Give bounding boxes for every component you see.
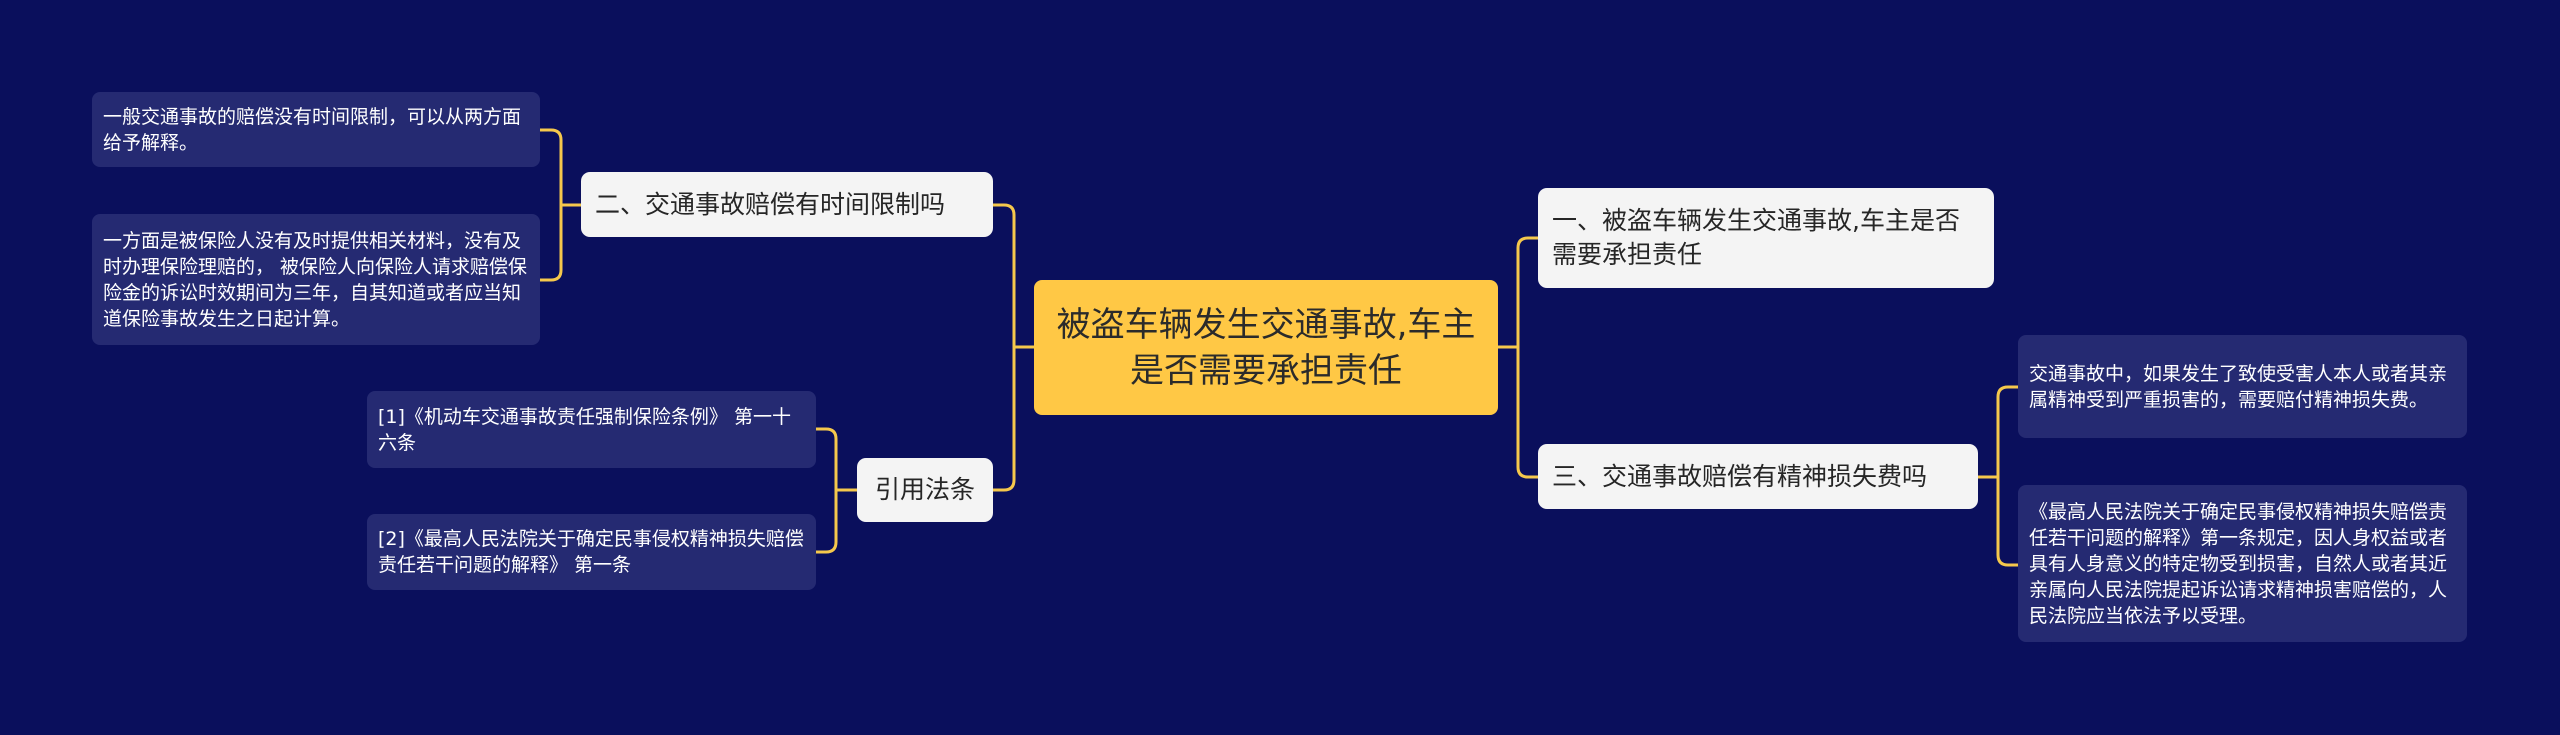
leaf-cited-law-2[interactable]: [2]《最高人民法院关于确定民事侵权精神损失赔偿责任若干问题的解释》 第一条: [367, 514, 816, 590]
leaf-cited-law-1[interactable]: [1]《机动车交通事故责任强制保险条例》 第一十六条: [367, 391, 816, 468]
branch-time-limit-label: 二、交通事故赔偿有时间限制吗: [595, 189, 946, 219]
leaf-text: 《最高人民法院关于确定民事侵权精神损失赔偿责任若干问题的解释》第一条规定，因人身…: [2029, 500, 2448, 627]
leaf-time-limit-1[interactable]: 一般交通事故的赔偿没有时间限制，可以从两方面给予解释。: [92, 92, 540, 167]
leaf-text: [1]《机动车交通事故责任强制保险条例》 第一十六条: [378, 405, 791, 454]
root-node[interactable]: 被盗车辆发生交通事故,车主是否需要承担责任: [1034, 280, 1498, 415]
leaf-mental-damages-2[interactable]: 《最高人民法院关于确定民事侵权精神损失赔偿责任若干问题的解释》第一条规定，因人身…: [2018, 485, 2467, 642]
branch-cited-laws[interactable]: 引用法条: [857, 458, 993, 522]
branch-time-limit[interactable]: 二、交通事故赔偿有时间限制吗: [581, 172, 993, 237]
leaf-text: [2]《最高人民法院关于确定民事侵权精神损失赔偿责任若干问题的解释》 第一条: [378, 528, 804, 576]
branch-mental-damages[interactable]: 三、交通事故赔偿有精神损失费吗: [1538, 444, 1978, 509]
branch-mental-damages-label: 三、交通事故赔偿有精神损失费吗: [1552, 461, 1928, 491]
leaf-text: 一般交通事故的赔偿没有时间限制，可以从两方面给予解释。: [103, 105, 522, 154]
root-label: 被盗车辆发生交通事故,车主是否需要承担责任: [1056, 304, 1476, 391]
branch-cited-laws-label: 引用法条: [874, 475, 975, 504]
leaf-text: 一方面是被保险人没有及时提供相关材料，没有及时办理保险理赔的， 被保险人向保险人…: [103, 229, 528, 330]
branch-owner-liability-label: 一、被盗车辆发生交通事故,车主是否需要承担责任: [1552, 206, 1960, 269]
leaf-mental-damages-1[interactable]: 交通事故中，如果发生了致使受害人本人或者其亲属精神受到严重损害的，需要赔付精神损…: [2018, 335, 2467, 438]
branch-owner-liability[interactable]: 一、被盗车辆发生交通事故,车主是否需要承担责任: [1538, 188, 1994, 288]
leaf-time-limit-2[interactable]: 一方面是被保险人没有及时提供相关材料，没有及时办理保险理赔的， 被保险人向保险人…: [92, 214, 540, 345]
leaf-text: 交通事故中，如果发生了致使受害人本人或者其亲属精神受到严重损害的，需要赔付精神损…: [2029, 362, 2448, 411]
